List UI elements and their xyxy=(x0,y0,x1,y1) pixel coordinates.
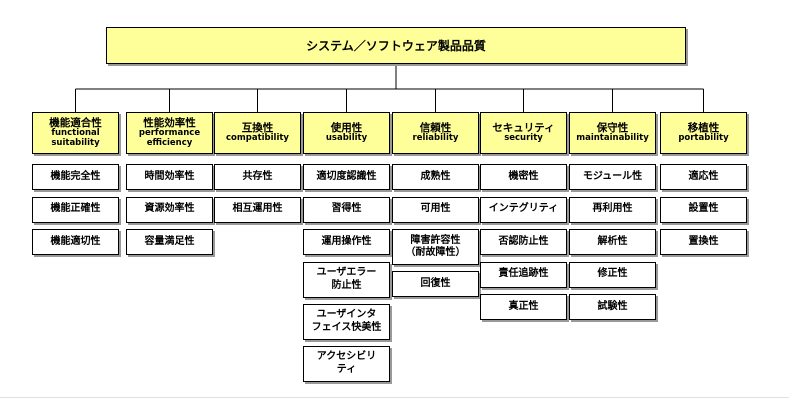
subcharacteristic-usability-3: 運用操作性 xyxy=(303,229,390,255)
subcharacteristic-label: ユーザインタ xyxy=(316,309,377,320)
subcharacteristic-label: 習得性 xyxy=(331,203,362,215)
subcharacteristic-label: 置換性 xyxy=(688,235,719,247)
subcharacteristic-usability-6: アクセシビリティ xyxy=(303,345,390,382)
subcharacteristic-compatibility-1: 共存性 xyxy=(214,164,301,190)
subcharacteristic-portability-3: 置換性 xyxy=(660,229,747,255)
subcharacteristic-label: 責任追跡性 xyxy=(498,268,549,280)
subcharacteristic-reliability-4: 回復性 xyxy=(392,271,479,297)
subcharacteristic-label: モジュール性 xyxy=(582,170,643,182)
subcharacteristic-label: 時間効率性 xyxy=(144,170,195,182)
subcharacteristic-maintainability-3: 解析性 xyxy=(569,229,656,255)
subcharacteristic-portability-2: 設置性 xyxy=(660,196,747,223)
subcharacteristic-compatibility-2: 相互運用性 xyxy=(214,196,301,223)
subcharacteristic-reliability-2: 可用性 xyxy=(392,196,479,223)
subcharacteristic-label: フェイス快美性 xyxy=(311,321,382,333)
characteristic-english-name: security xyxy=(504,133,543,144)
subcharacteristic-security-2: インテグリティ xyxy=(480,196,567,223)
subcharacteristic-functional-1: 機能完全性 xyxy=(32,164,119,190)
characteristic-name: 移植性 xyxy=(687,122,720,135)
subcharacteristic-security-1: 機密性 xyxy=(480,164,567,190)
subcharacteristic-label: ユーザエラー xyxy=(316,267,377,278)
subcharacteristic-label: 機能完全性 xyxy=(50,170,101,182)
subcharacteristic-label: 解析性 xyxy=(597,235,628,247)
subcharacteristic-maintainability-4: 修正性 xyxy=(569,261,656,288)
subcharacteristic-label: 容量満足性 xyxy=(144,235,195,247)
subcharacteristic-label: 再利用性 xyxy=(592,203,633,215)
subcharacteristic-performance-1: 時間効率性 xyxy=(126,164,213,190)
subcharacteristic-functional-3: 機能適切性 xyxy=(32,229,119,255)
subcharacteristic-security-4: 責任追跡性 xyxy=(480,261,567,288)
subcharacteristic-label: アクセシビリ xyxy=(316,351,377,362)
subcharacteristic-label: 相互運用性 xyxy=(232,203,283,215)
characteristic-name: 互換性 xyxy=(241,122,274,135)
characteristic-english-name: performance xyxy=(138,128,201,139)
characteristic-name: 保守性 xyxy=(596,122,629,135)
subcharacteristic-label: 否認防止性 xyxy=(498,235,549,247)
subcharacteristic-label: 資源効率性 xyxy=(144,203,195,215)
subcharacteristic-label: ティ xyxy=(336,363,357,375)
subcharacteristic-security-5: 真正性 xyxy=(480,294,567,320)
subcharacteristic-label: 共存性 xyxy=(242,170,273,182)
subcharacteristic-label: 成熟性 xyxy=(420,170,451,182)
subcharacteristic-maintainability-5: 試験性 xyxy=(569,294,656,320)
subcharacteristic-reliability-1: 成熟性 xyxy=(392,164,479,190)
subcharacteristic-functional-2: 機能正確性 xyxy=(32,196,119,223)
characteristic-name: 使用性 xyxy=(330,122,363,135)
subcharacteristic-label: 運用操作性 xyxy=(321,235,372,247)
subcharacteristic-label: 試験性 xyxy=(597,300,628,312)
characteristic-name: 性能効率性 xyxy=(143,117,196,130)
subcharacteristic-label: 防止性 xyxy=(331,279,362,291)
subcharacteristic-reliability-3: 障害許容性（耐故障性） xyxy=(392,229,479,265)
subcharacteristic-label: インテグリティ xyxy=(488,203,559,215)
subcharacteristic-usability-5: ユーザインタフェイス快美性 xyxy=(303,303,390,340)
subcharacteristic-maintainability-1: モジュール性 xyxy=(569,164,656,190)
subcharacteristic-label: 障害許容性 xyxy=(410,234,461,246)
root-node-label: システム／ソフトウェア製品品質 xyxy=(306,39,486,53)
characteristic-name: 信頼性 xyxy=(419,122,452,135)
subcharacteristic-label: 修正性 xyxy=(597,268,628,280)
characteristic-name: 機能適合性 xyxy=(49,117,102,130)
subcharacteristic-performance-2: 資源効率性 xyxy=(126,196,213,223)
subcharacteristic-label: 回復性 xyxy=(420,277,451,289)
subcharacteristic-label: 真正性 xyxy=(508,300,539,312)
characteristic-name: セキュリティ xyxy=(492,122,555,135)
characteristic-english-name: usability xyxy=(325,133,368,144)
characteristic-english-name: efficiency xyxy=(146,138,193,149)
characteristic-english-name: functional xyxy=(51,128,100,139)
subcharacteristic-label: 設置性 xyxy=(688,203,719,215)
subcharacteristic-usability-1: 適切度認識性 xyxy=(303,164,390,190)
subcharacteristic-label: 適応性 xyxy=(688,170,719,182)
subcharacteristic-usability-2: 習得性 xyxy=(303,196,390,223)
subcharacteristic-label: 適切度認識性 xyxy=(316,170,377,182)
characteristic-english-name: reliability xyxy=(412,133,459,144)
subcharacteristic-maintainability-2: 再利用性 xyxy=(569,196,656,223)
subcharacteristic-label: 機能正確性 xyxy=(50,203,101,215)
subcharacteristic-label: 機密性 xyxy=(508,170,539,182)
subcharacteristic-portability-1: 適応性 xyxy=(660,164,747,190)
subcharacteristic-usability-4: ユーザエラー防止性 xyxy=(303,261,390,298)
subcharacteristic-performance-3: 容量満足性 xyxy=(126,229,213,255)
subcharacteristic-label: （耐故障性） xyxy=(405,247,466,258)
root-node: システム／ソフトウェア製品品質 xyxy=(106,27,686,64)
characteristic-english-name: suitability xyxy=(51,138,100,149)
subcharacteristic-label: 機能適切性 xyxy=(50,235,101,247)
characteristic-english-name: portability xyxy=(678,133,729,144)
subcharacteristic-security-3: 否認防止性 xyxy=(480,229,567,255)
characteristic-english-name: compatibility xyxy=(226,133,289,144)
bottom-divider xyxy=(0,397,789,398)
characteristic-english-name: maintainability xyxy=(576,133,649,144)
subcharacteristic-label: 可用性 xyxy=(420,203,451,215)
